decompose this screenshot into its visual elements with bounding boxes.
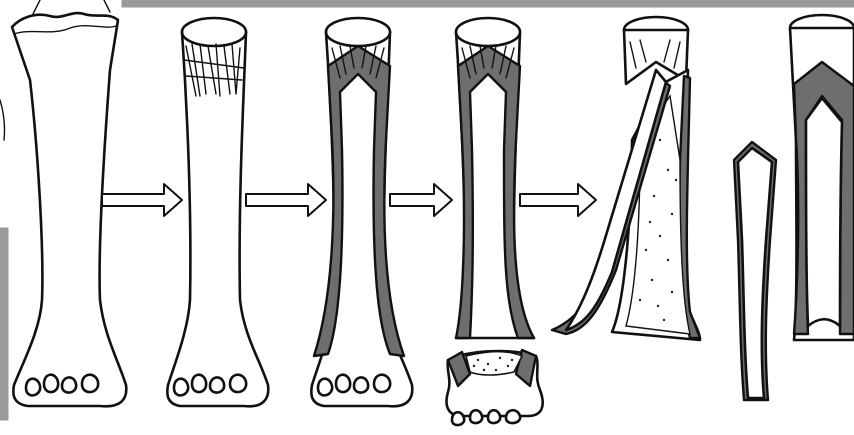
- arrow-2: [246, 184, 326, 216]
- detached-distal-epiphysis: [447, 350, 543, 425]
- stage-distal-removed: [447, 18, 543, 425]
- cropped-fragment-top: [33, 0, 110, 14]
- stage-bone-split: [552, 17, 700, 340]
- stage-splinters-separated: [734, 15, 854, 400]
- stage-epiphysis-cut: [167, 18, 268, 406]
- cropped-fragment-left: [0, 100, 5, 140]
- top-frame-bar: [122, 0, 854, 7]
- stage-cortical-wedge: [311, 18, 412, 406]
- arrow-1: [102, 184, 182, 216]
- arrow-4: [520, 184, 596, 216]
- stage-intact-bone: [12, 13, 126, 406]
- arrow-3: [390, 184, 452, 216]
- left-frame-bar: [0, 228, 8, 420]
